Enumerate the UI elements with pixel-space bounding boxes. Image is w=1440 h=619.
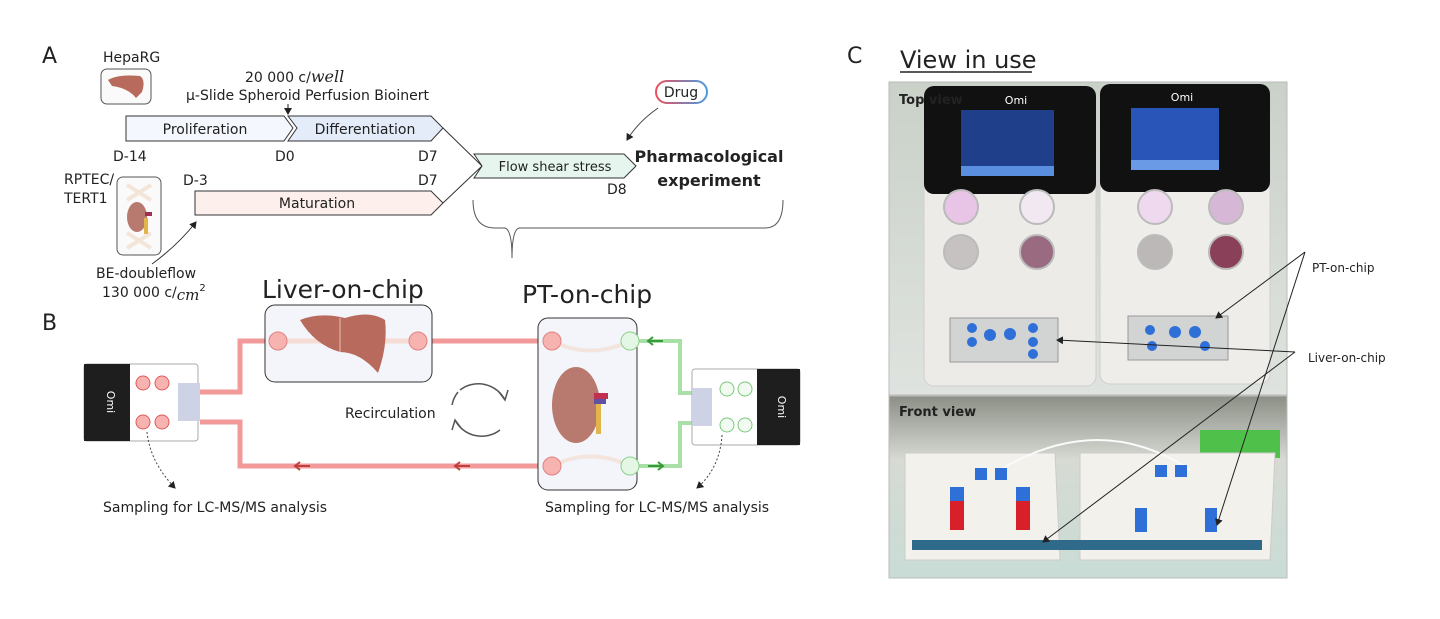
recirculation-icon <box>451 383 509 437</box>
kidney-thumbnail <box>116 176 162 256</box>
liver-chip <box>264 304 433 383</box>
brace <box>472 199 784 259</box>
photo-top-view: Omi Omi Top view <box>888 81 1288 396</box>
sampling-label-right: Sampling for LC-MS/MS analysis <box>545 500 769 516</box>
experiment-label-1: Pharmacological <box>635 147 784 166</box>
liver-thumbnail <box>100 68 152 105</box>
callout-lines <box>1042 251 1306 543</box>
kidney-seeding-label: 130 000 c/cm2 <box>102 283 206 304</box>
photo-front-view: Front view <box>888 395 1288 579</box>
svg-text:Omi: Omi <box>104 391 117 413</box>
converge-lines <box>442 127 483 204</box>
panel-c-label: C <box>847 44 862 69</box>
svg-text:Omi: Omi <box>775 396 788 418</box>
liver-chip-title: Liver-on-chip <box>262 275 424 304</box>
panel-b-label: B <box>42 311 57 336</box>
liver-device-label: µ-Slide Spheroid Perfusion Bioinert <box>186 88 429 104</box>
svg-text:Drug: Drug <box>664 85 698 101</box>
rptec-label: RPTEC/ <box>64 172 114 188</box>
day-d7-bottom: D7 <box>418 173 438 189</box>
liver-seeding-label: 20 000 c/well <box>245 67 344 86</box>
kidney-device-label: BE-doubleflow <box>96 266 196 282</box>
day-d0: D0 <box>275 149 295 165</box>
day-d8: D8 <box>607 182 627 198</box>
day-d7-top: D7 <box>418 149 438 165</box>
svg-text:Omi: Omi <box>1171 91 1193 104</box>
experiment-label-2: experiment <box>657 171 761 190</box>
svg-text:Differentiation: Differentiation <box>315 122 416 138</box>
sampling-label-left: Sampling for LC-MS/MS analysis <box>103 500 327 516</box>
omi-device-left: Omi <box>83 363 200 442</box>
tert1-label: TERT1 <box>63 191 108 207</box>
svg-text:Flow shear stress: Flow shear stress <box>499 160 612 175</box>
svg-text:Proliferation: Proliferation <box>163 122 248 138</box>
phase-flow-shear-stress: Flow shear stress <box>473 153 637 179</box>
phase-differentiation: Differentiation <box>287 115 444 142</box>
day-d-14: D-14 <box>113 149 147 165</box>
recirculation-label: Recirculation <box>345 406 436 422</box>
svg-text:Omi: Omi <box>1005 94 1027 107</box>
callout-liver-on-chip: Liver-on-chip <box>1308 351 1386 365</box>
phase-maturation: Maturation <box>194 190 444 216</box>
day-d-3: D-3 <box>183 173 208 189</box>
tubing-green <box>630 339 692 468</box>
omi-device-right: Omi <box>691 368 801 446</box>
panel-a-label: A <box>42 44 57 69</box>
pt-chip <box>537 317 640 491</box>
pt-chip-title: PT-on-chip <box>522 280 652 309</box>
drug-badge: Drug <box>655 80 708 104</box>
heparg-label: HepaRG <box>103 50 160 66</box>
phase-proliferation: Proliferation <box>125 115 294 142</box>
front-view-label: Front view <box>899 405 976 420</box>
tubing-red <box>200 338 552 469</box>
svg-text:Maturation: Maturation <box>279 196 355 212</box>
top-view-label: Top view <box>899 93 963 108</box>
callout-pt-on-chip: PT-on-chip <box>1312 261 1374 275</box>
view-in-use-title: View in use <box>900 46 1037 74</box>
